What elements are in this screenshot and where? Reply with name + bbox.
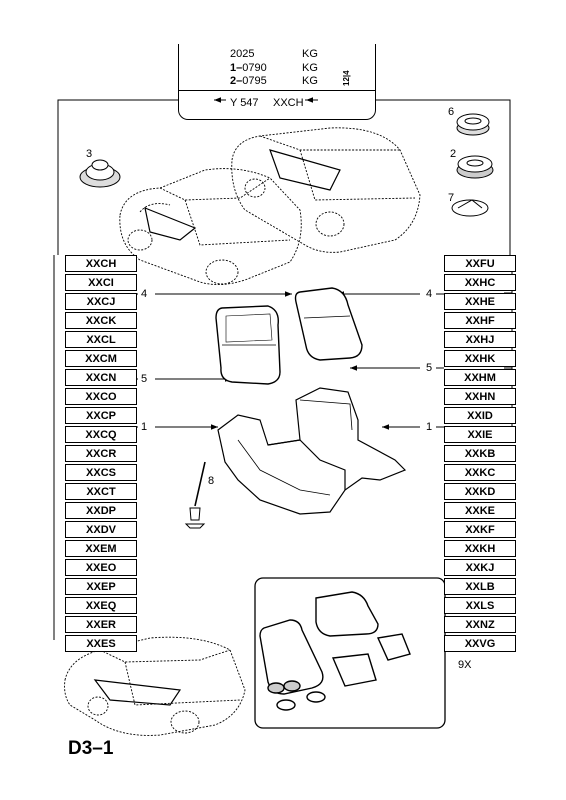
ref-model: Y 547 [230,97,259,109]
right-code-7: XXHN [444,388,516,405]
ref-row-1-prefix: 1– [230,62,243,74]
right-code-8: XXID [444,407,516,424]
left-code-12: XXCT [65,483,137,500]
ref-row-2-value: 0795 [242,75,267,87]
right-code-16: XXKJ [444,559,516,576]
page-title: D3–1 [68,738,114,759]
ref-row-1: 1–0790 [230,62,267,75]
left-code-3: XXCK [65,312,137,329]
left-code-0: XXCH [65,255,137,272]
ref-row-2-unit: KG [302,75,318,87]
left-code-20: XXES [65,635,137,652]
right-code-10: XXKB [444,445,516,462]
hatchback-car-illustration [119,168,302,285]
mat-kit-illustration [259,591,411,711]
left-code-7: XXCO [65,388,137,405]
right-code-14: XXKF [444,521,516,538]
clip-part-6-icon [456,113,490,136]
callout-1-left: 1 [141,421,148,433]
right-code-1: XXHC [444,274,516,291]
callout-2: 2 [450,148,457,160]
ref-row-1-unit: KG [302,62,318,74]
callout-5-right: 5 [426,362,433,374]
floor-mat-front-right [294,287,363,361]
callout-5-left: 5 [141,373,148,385]
left-code-15: XXEM [65,540,137,557]
left-code-8: XXCP [65,407,137,424]
callout-4-right: 4 [426,288,433,300]
ref-row-2-prefix: 2– [230,75,243,87]
left-code-10: XXCR [65,445,137,462]
ref-row-0-value: 2025 [230,48,255,60]
ref-row-0-unit: KG [302,48,318,60]
right-code-20: XXVG [444,635,516,652]
right-code-12: XXKD [444,483,516,500]
callout-7: 7 [448,192,455,204]
right-code-13: XXKE [444,502,516,519]
clip-part-7-icon [451,199,489,217]
right-code-19: XXNZ [444,616,516,633]
left-code-2: XXCJ [65,293,137,310]
left-code-6: XXCN [65,369,137,386]
callout-kit: 9X [458,659,472,671]
left-code-17: XXEP [65,578,137,595]
right-code-17: XXLB [444,578,516,595]
right-code-15: XXKH [444,540,516,557]
left-code-18: XXEQ [65,597,137,614]
left-code-16: XXEO [65,559,137,576]
left-code-5: XXCM [65,350,137,367]
callout-1-right: 1 [426,421,433,433]
callout-4-left: 4 [141,288,148,300]
ref-row-0: 2025 [230,48,254,61]
clip-part-3-icon [79,159,121,188]
reference-divider [179,90,375,91]
right-code-18: XXLS [444,597,516,614]
left-code-4: XXCL [65,331,137,348]
callout-6: 6 [448,106,455,118]
right-code-11: XXKC [444,464,516,481]
ref-row-1-value: 0790 [242,62,267,74]
floor-carpet-illustration [217,387,407,515]
left-code-1: XXCI [65,274,137,291]
callout-3: 3 [86,148,93,160]
right-code-6: XXHM [444,369,516,386]
left-code-19: XXER [65,616,137,633]
clip-part-2-icon [456,155,494,179]
right-code-3: XXHF [444,312,516,329]
left-code-14: XXDV [65,521,137,538]
right-code-4: XXHJ [444,331,516,348]
ref-code: XXCH [273,97,304,109]
reference-box [178,44,376,120]
estate-car-illustration [231,127,421,253]
right-code-9: XXIE [444,426,516,443]
left-code-13: XXDP [65,502,137,519]
sedan-car-illustration [64,636,246,736]
right-code-5: XXHK [444,350,516,367]
left-code-11: XXCS [65,464,137,481]
ref-row-2: 2–0795 [230,75,267,88]
push-pin-part-8-icon [184,461,206,529]
right-code-0: XXFU [444,255,516,272]
callout-8: 8 [208,475,215,487]
left-code-9: XXCQ [65,426,137,443]
floor-mat-front-left [215,305,281,385]
right-code-2: XXHE [444,293,516,310]
